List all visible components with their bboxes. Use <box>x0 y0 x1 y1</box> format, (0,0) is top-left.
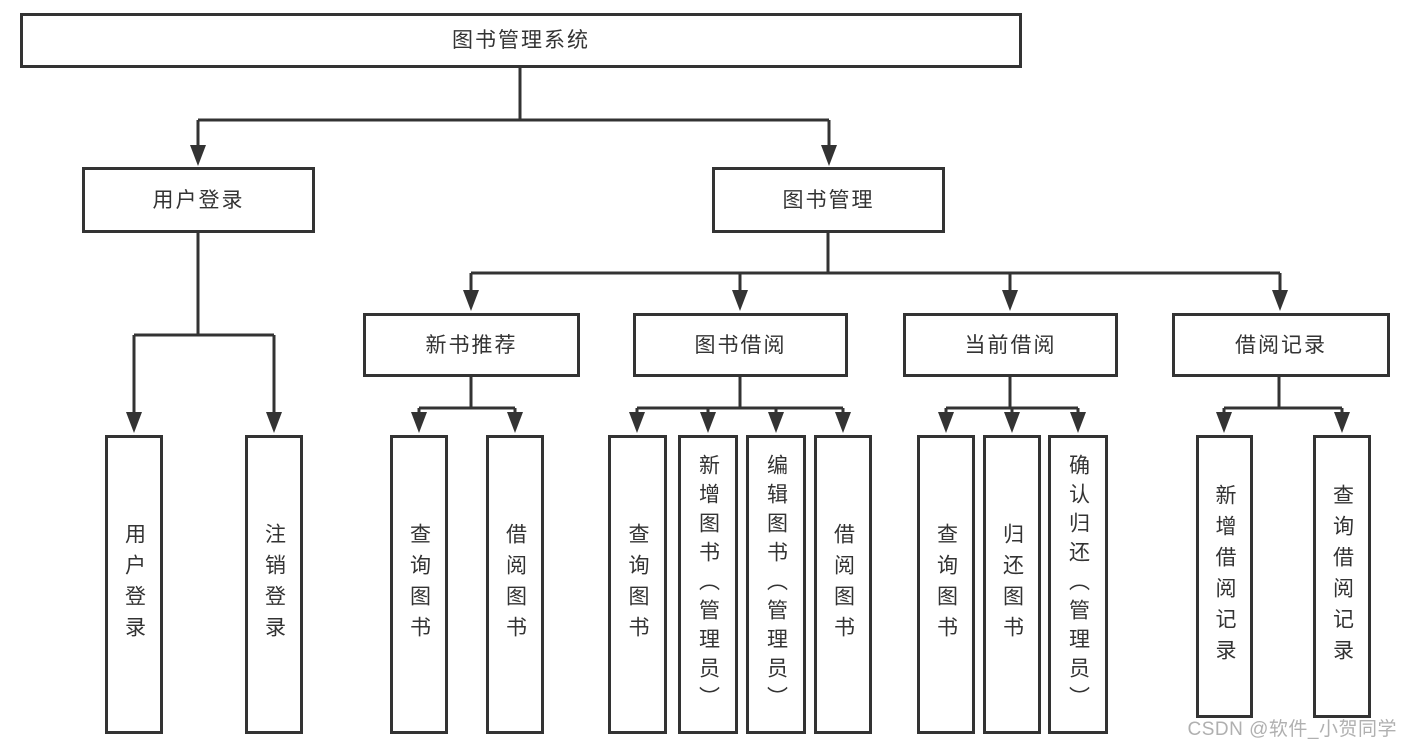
node-current-borrowing: 当前借阅 <box>903 313 1118 377</box>
leaf-user-login: 用户登录 <box>105 435 163 734</box>
leaf-cb-confirm-return-admin: 确认归还（管理员） <box>1048 435 1108 734</box>
leaf-label: 借阅图书 <box>831 522 855 647</box>
node-book-management: 图书管理 <box>712 167 945 233</box>
leaf-label: 借阅图书 <box>503 522 527 647</box>
node-borrowing-records: 借阅记录 <box>1172 313 1390 377</box>
node-label: 借阅记录 <box>1235 333 1327 357</box>
node-label: 图书借阅 <box>694 333 787 357</box>
leaf-label: 注销登录 <box>262 522 286 647</box>
leaf-cb-query-books: 查询图书 <box>917 435 975 734</box>
node-book-borrowing: 图书借阅 <box>633 313 848 377</box>
node-label: 新书推荐 <box>425 333 518 357</box>
leaf-label: 查询图书 <box>934 522 958 647</box>
leaf-label: 查询借阅记录 <box>1330 483 1354 670</box>
leaf-label: 新增借阅记录 <box>1213 483 1236 670</box>
node-label: 用户登录 <box>152 188 245 212</box>
leaf-nbr-borrow-books: 借阅图书 <box>486 435 544 734</box>
leaf-bb-query-books: 查询图书 <box>608 435 667 734</box>
leaf-bb-borrow-books: 借阅图书 <box>814 435 872 734</box>
leaf-bb-edit-books-admin: 编辑图书（管理员） <box>746 435 806 734</box>
leaf-label: 用户登录 <box>122 522 146 647</box>
node-label: 图书管理 <box>782 188 875 212</box>
leaf-label: 新增图书（管理员） <box>696 454 720 715</box>
leaf-br-add-borrow-record: 新增借阅记录 <box>1196 435 1253 718</box>
leaf-label: 查询图书 <box>626 522 649 647</box>
leaf-label: 编辑图书（管理员） <box>764 454 788 715</box>
node-user-login: 用户登录 <box>82 167 315 233</box>
csdn-watermark: CSDN @软件_小贺同学 <box>1187 719 1397 740</box>
leaf-cb-return-books: 归还图书 <box>983 435 1041 734</box>
leaf-label: 确认归还（管理员） <box>1066 454 1090 715</box>
leaf-nbr-query-books: 查询图书 <box>390 435 448 734</box>
leaf-br-query-borrow-record: 查询借阅记录 <box>1313 435 1371 718</box>
node-library-management-system: 图书管理系统 <box>20 13 1022 68</box>
leaf-label: 查询图书 <box>407 522 431 647</box>
node-new-book-recommendation: 新书推荐 <box>363 313 580 377</box>
node-label: 图书管理系统 <box>452 29 590 52</box>
leaf-logout: 注销登录 <box>245 435 303 734</box>
leaf-bb-add-books-admin: 新增图书（管理员） <box>678 435 738 734</box>
leaf-label: 归还图书 <box>1000 522 1024 647</box>
node-label: 当前借阅 <box>964 333 1057 357</box>
